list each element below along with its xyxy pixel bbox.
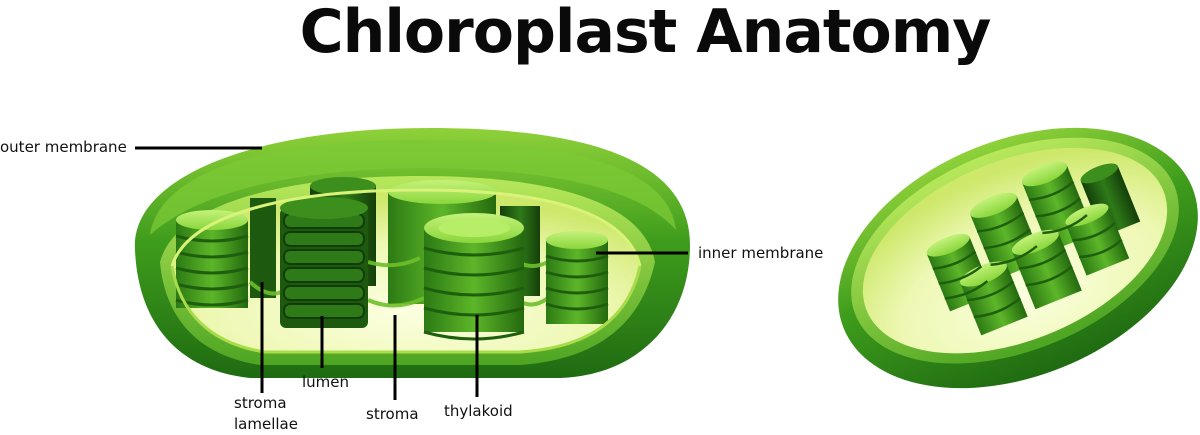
granum-cut-lumen	[280, 197, 368, 328]
inner-membrane-shape	[170, 188, 642, 267]
granum-left	[175, 198, 276, 308]
grana-right-cluster	[926, 161, 1141, 336]
label-stroma-lamellae: stroma lamellae	[234, 394, 298, 433]
granum-thylakoid-front	[423, 213, 525, 341]
label-outer-membrane: outer membrane	[0, 138, 127, 156]
label-lumen: lumen	[302, 373, 350, 391]
chloroplast-cutaway-right	[838, 127, 1198, 389]
granum-right	[545, 231, 609, 324]
label-thylakoid: thylakoid	[444, 402, 513, 420]
chloroplast-cutaway-left	[134, 128, 691, 378]
label-stroma: stroma	[366, 405, 419, 423]
diagram-title: Chloroplast Anatomy	[299, 0, 992, 67]
label-leader-lines	[135, 146, 688, 400]
label-inner-membrane: inner membrane	[698, 244, 824, 262]
